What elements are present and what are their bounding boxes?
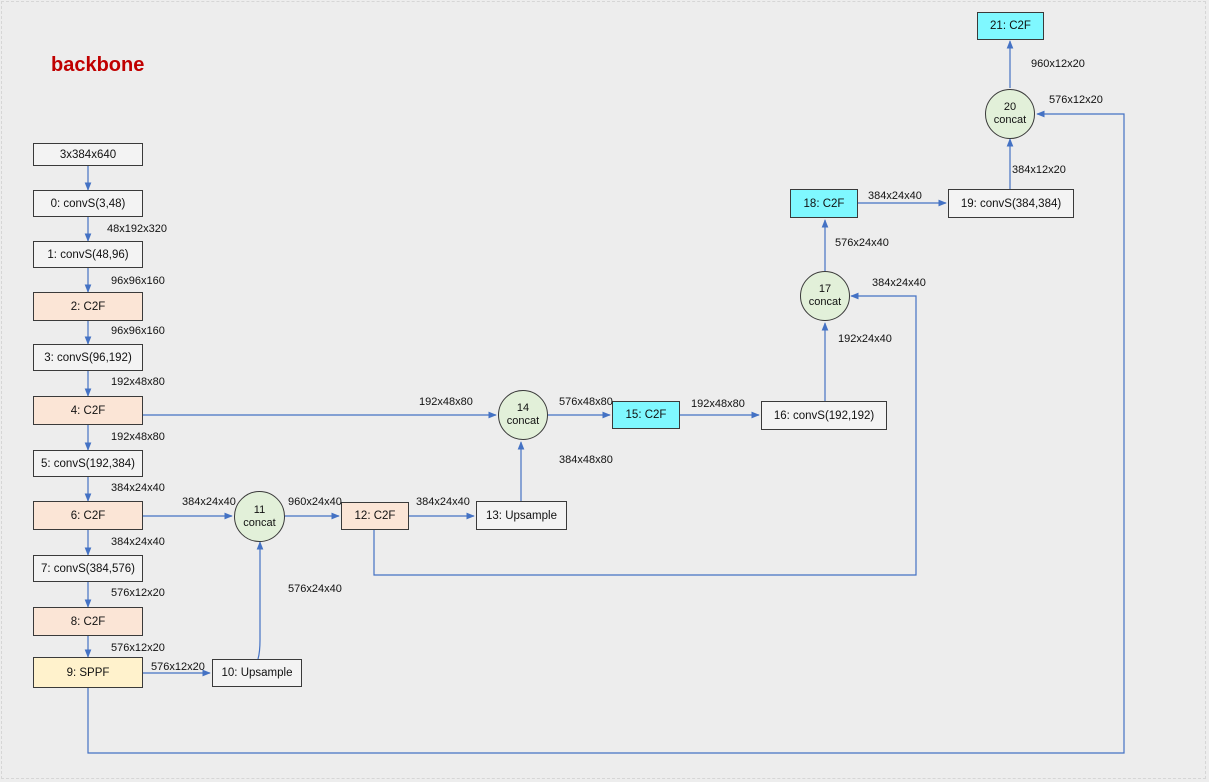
node-17-label: concat [808, 296, 842, 308]
edge-label-9-20: 576x12x20 [1049, 94, 1103, 106]
node-14-label: concat [506, 415, 540, 427]
edge-label-5-6: 384x24x40 [111, 482, 165, 494]
edge-label-4-14: 192x48x80 [419, 396, 473, 408]
edge-label-6-11: 384x24x40 [182, 496, 236, 508]
node-17-number: 17 [818, 283, 832, 295]
edge-label-17-18: 576x24x40 [835, 237, 889, 249]
node-11-concat: 11 concat [234, 491, 285, 542]
edge-12-17 [373, 292, 917, 576]
edge-label-13-14: 384x48x80 [559, 454, 613, 466]
diagram-title: backbone [51, 54, 145, 76]
node-19-convs: 19: convS(384,384) [948, 189, 1074, 218]
node-1-convs: 1: convS(48,96) [33, 241, 143, 268]
node-15-c2f: 15: C2F [612, 401, 680, 429]
edge-label-19-20: 384x12x20 [1012, 164, 1066, 176]
node-14-concat: 14 concat [498, 390, 548, 440]
edge-label-3-4: 192x48x80 [111, 376, 165, 388]
node-17-concat: 17 concat [800, 271, 850, 321]
node-8-c2f: 8: C2F [33, 607, 143, 636]
node-4-c2f: 4: C2F [33, 396, 143, 425]
edge-label-12-13: 384x24x40 [416, 496, 470, 508]
node-14-number: 14 [516, 402, 530, 414]
node-0-convs: 0: convS(3,48) [33, 190, 143, 217]
edge-label-7-8: 576x12x20 [111, 587, 165, 599]
edge-label-1-2: 96x96x160 [111, 275, 165, 287]
node-12-c2f: 12: C2F [341, 502, 409, 530]
edge-label-14-15: 576x48x80 [559, 396, 613, 408]
node-7-convs: 7: convS(384,576) [33, 555, 143, 582]
edge-label-11-12: 960x24x40 [288, 496, 342, 508]
node-5-convs: 5: convS(192,384) [33, 450, 143, 477]
node-11-label: concat [243, 516, 276, 529]
edge-label-12-17: 384x24x40 [872, 277, 926, 289]
node-21-c2f: 21: C2F [977, 12, 1044, 40]
edge-label-20-21: 960x12x20 [1031, 58, 1085, 70]
node-18-c2f: 18: C2F [790, 189, 858, 218]
node-20-number: 20 [1003, 101, 1017, 113]
node-13-upsample: 13: Upsample [476, 501, 567, 530]
edge-9-20 [87, 110, 1125, 754]
node-16-convs: 16: convS(192,192) [761, 401, 887, 430]
edge-label-16-17: 192x24x40 [838, 333, 892, 345]
node-3-convs: 3: convS(96,192) [33, 344, 143, 371]
node-11-number: 11 [253, 503, 266, 516]
node-10-upsample: 10: Upsample [212, 659, 302, 687]
edge-label-6-7: 384x24x40 [111, 536, 165, 548]
node-20-label: concat [993, 114, 1027, 126]
node-6-c2f: 6: C2F [33, 501, 143, 530]
edge-label-15-16: 192x48x80 [691, 398, 745, 410]
edge-label-0-1: 48x192x320 [107, 223, 167, 235]
edge-label-18-19: 384x24x40 [868, 190, 922, 202]
edge-label-4-5: 192x48x80 [111, 431, 165, 443]
edge-label-10-11: 576x24x40 [288, 583, 342, 595]
node-20-concat: 20 concat [985, 89, 1035, 139]
edge-label-8-9: 576x12x20 [111, 642, 165, 654]
node-input: 3x384x640 [33, 143, 143, 166]
edge-label-2-3: 96x96x160 [111, 325, 165, 337]
edge-label-9-10: 576x12x20 [151, 661, 205, 673]
node-2-c2f: 2: C2F [33, 292, 143, 321]
node-9-sppf: 9: SPPF [33, 657, 143, 688]
edge-10-11 [256, 541, 264, 660]
